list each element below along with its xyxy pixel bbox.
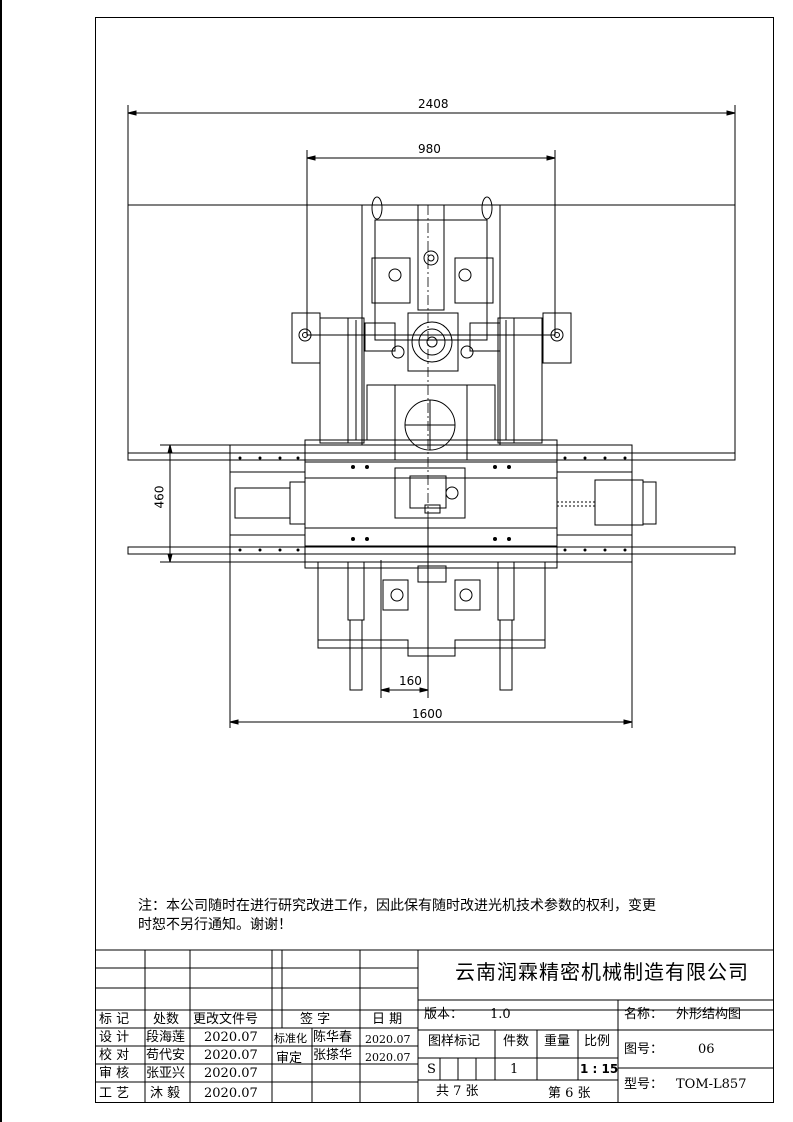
header-change-doc: 更改文件号 xyxy=(193,1012,259,1027)
header-signature: 签 字 xyxy=(300,1012,331,1027)
person-check: 苟代安 xyxy=(146,1048,186,1063)
saddle xyxy=(304,439,558,569)
drawing-no-label: 图号： xyxy=(624,1042,664,1057)
name-value: 外形结构图 xyxy=(676,1007,742,1022)
model-value: TOM-L857 xyxy=(676,1077,747,1092)
header-count: 处数 xyxy=(153,1012,180,1027)
version-value: 1.0 xyxy=(490,1007,511,1022)
company-name: 云南润霖精密机械制造有限公司 xyxy=(455,960,749,984)
dim-label-980: 980 xyxy=(418,142,441,156)
std-label: 标准化 xyxy=(274,1032,307,1045)
drawing-no-value: 06 xyxy=(698,1042,715,1057)
page-left-edge xyxy=(0,0,2,1122)
dim-label-160: 160 xyxy=(399,674,422,688)
dim-label-2408: 2408 xyxy=(418,97,449,111)
header-date: 日 期 xyxy=(372,1012,403,1027)
col-quantity: 件数 xyxy=(503,1034,530,1049)
disclaimer-note: 注：本公司随时在进行研究改进工作，因此保有随时改进光机技术参数的权利，变更 时恕… xyxy=(138,897,738,935)
base-frame-outline xyxy=(127,204,736,461)
role-check: 校 对 xyxy=(99,1048,130,1063)
col-weight: 重量 xyxy=(544,1034,571,1049)
quantity-value: 1 xyxy=(510,1062,519,1077)
role-design: 设 计 xyxy=(99,1030,130,1045)
total-sheets: 共 7 张 xyxy=(436,1084,479,1099)
drawing-frame xyxy=(95,17,774,1103)
dimension-460 xyxy=(160,444,230,563)
version-label: 版本： xyxy=(424,1007,464,1022)
stage-mark-value: S xyxy=(427,1062,436,1077)
dimension-1600 xyxy=(229,560,633,728)
note-line-1: 注：本公司随时在进行研究改进工作，因此保有随时改进光机技术参数的权利，变更 xyxy=(138,898,656,914)
date-check: 2020.07 xyxy=(204,1048,258,1063)
col-stage-mark: 图样标记 xyxy=(428,1034,481,1049)
std-date: 2020.07 xyxy=(365,1033,411,1046)
dimension-980 xyxy=(306,150,556,205)
date-review: 2020.07 xyxy=(204,1066,258,1081)
approve-label: 审定 xyxy=(276,1051,303,1066)
std-person: 陈华春 xyxy=(313,1030,353,1045)
role-review: 审 核 xyxy=(99,1066,130,1081)
model-label: 型号： xyxy=(624,1077,664,1092)
approve-person: 张搽华 xyxy=(313,1048,353,1063)
approve-date: 2020.07 xyxy=(365,1051,411,1064)
person-process: 沐 毅 xyxy=(150,1086,181,1101)
bottom-rail xyxy=(127,546,736,555)
date-design: 2020.07 xyxy=(204,1030,258,1045)
scale-value: 1 : 15 xyxy=(580,1062,619,1076)
top-rail xyxy=(127,452,736,461)
note-line-2: 时恕不另行通知。谢谢！ xyxy=(138,917,292,933)
col-scale: 比例 xyxy=(584,1034,611,1049)
date-process: 2020.07 xyxy=(204,1086,258,1101)
person-design: 段海莲 xyxy=(146,1030,186,1045)
sheet-number: 第 6 张 xyxy=(548,1086,591,1101)
role-process: 工 艺 xyxy=(99,1086,130,1101)
title-block-grid xyxy=(95,949,774,1103)
name-label: 名称： xyxy=(624,1007,664,1022)
person-review: 张亚兴 xyxy=(146,1066,186,1081)
dim-label-460: 460 xyxy=(152,485,167,509)
dim-label-1600: 1600 xyxy=(412,707,443,721)
header-mark: 标 记 xyxy=(99,1012,130,1027)
